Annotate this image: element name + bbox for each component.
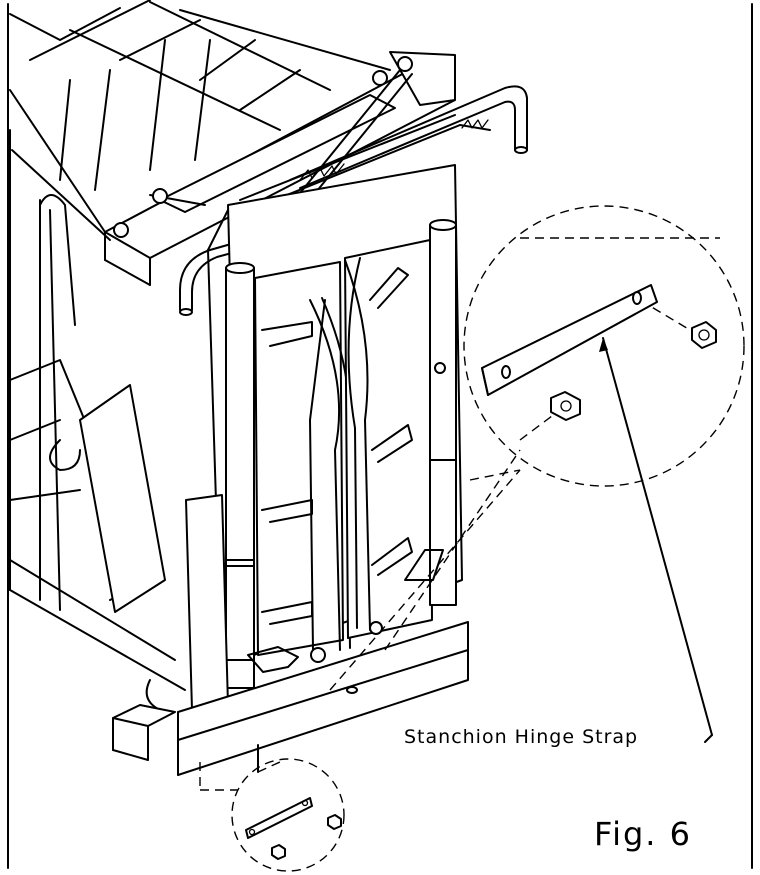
strap-detail-callout: [329, 205, 745, 743]
chute-frame: [9, 0, 391, 761]
hex-nut-lower: [550, 391, 581, 421]
hex-nut-small-lower: [271, 844, 286, 860]
hex-nut-small-upper: [327, 814, 342, 830]
handle-rods: [179, 85, 528, 316]
top-header-bar: [104, 51, 456, 286]
drawing-border: [7, 3, 753, 869]
callout-label: Stanchion Hinge Strap: [404, 726, 638, 748]
base-channel: [177, 621, 469, 776]
hinge-strap-small: [245, 797, 313, 839]
figure-label: Fig. 6: [594, 815, 692, 853]
hex-nut-upper: [691, 321, 717, 349]
hinge-strap-large: [481, 284, 658, 396]
stanchion-assembly: [185, 164, 463, 711]
bottom-detail-callout: [199, 758, 345, 872]
